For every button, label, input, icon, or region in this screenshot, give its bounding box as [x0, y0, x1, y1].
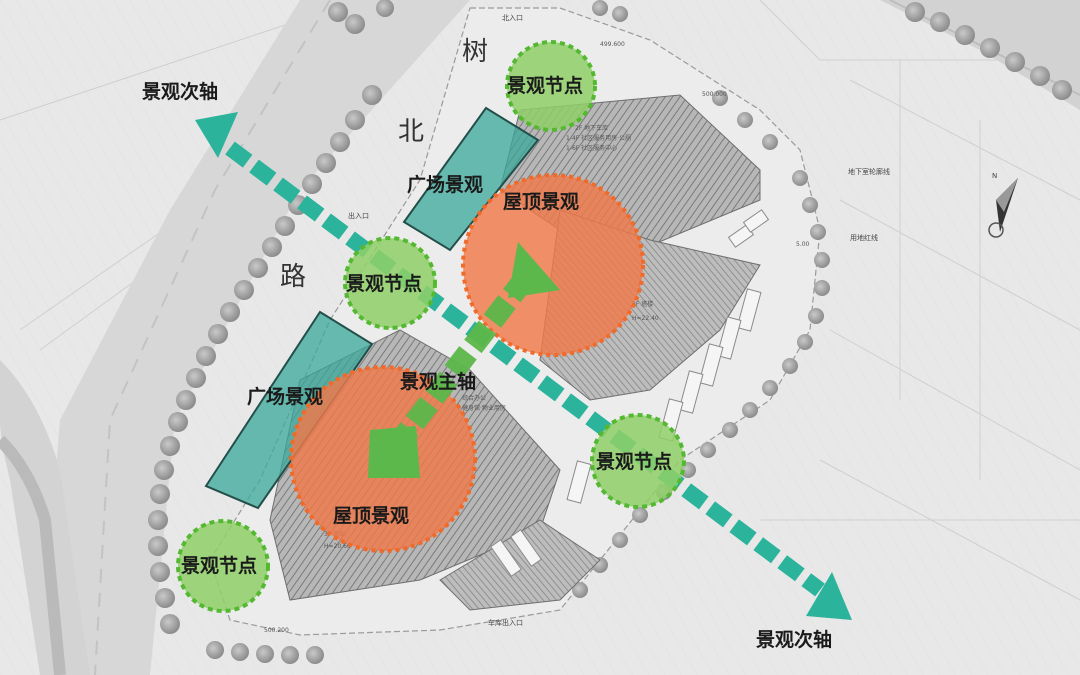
label-secondary-axis-bottom: 景观次轴	[756, 628, 832, 651]
east-block-height-note: H=22.40	[632, 315, 659, 322]
street-trees	[148, 0, 1072, 664]
compass-letter: N	[992, 172, 997, 180]
plaza-landscape-top	[402, 106, 540, 252]
secondary-axis-arrow-bottom	[806, 572, 852, 620]
road-name-char-3: 路	[280, 262, 306, 292]
label-node-bottom-left: 景观节点	[181, 555, 257, 577]
north-entrance-note: 北入口	[502, 14, 523, 22]
east-block-note: 8F 塔楼	[632, 300, 653, 308]
secondary-axis	[195, 112, 852, 620]
road-name-char-2: 北	[398, 117, 424, 147]
plaza-landscape-left	[204, 310, 374, 510]
label-secondary-axis-top: 景观次轴	[142, 80, 218, 103]
elevation-bottom-note: 500.200	[264, 627, 289, 634]
landscape-nodes	[176, 40, 686, 613]
office-note-1: 综合办公	[462, 394, 486, 402]
label-plaza-top: 广场景观	[407, 173, 483, 196]
land-line-note: 用地红线	[850, 233, 878, 242]
label-roof-top: 屋顶景观	[503, 191, 579, 213]
north-block-note-3: 1-6F 社区服务中心	[566, 144, 617, 152]
road-top-right	[880, 0, 1080, 110]
label-plaza-left: 广场景观	[247, 385, 323, 408]
elevation-top-note: 499.600	[600, 41, 625, 48]
office-note-2: 健身馆·物业用房	[462, 404, 506, 412]
elevation-mid-note: 500.000	[702, 91, 727, 98]
label-roof-bottom: 屋顶景观	[333, 505, 409, 527]
north-block-note-1: 2F 地下车库	[575, 124, 608, 132]
compass-icon: N	[988, 172, 1018, 238]
label-node-mid: 景观节点	[346, 273, 422, 295]
main-axis	[368, 242, 560, 478]
south-block-height-note: H=20.60	[324, 543, 351, 550]
setback-note: 5.00	[796, 241, 810, 248]
road-main	[40, 0, 470, 675]
north-block-note-2: 1-4F 社区服务用房·公厕	[566, 134, 631, 142]
landscape-node-mid	[343, 236, 437, 330]
building-southeast	[439, 519, 601, 611]
road-name-char-1: 树	[462, 37, 488, 67]
main-axis-base	[368, 426, 420, 478]
main-axis-arrow	[508, 242, 560, 298]
label-node-top: 景观节点	[507, 75, 583, 97]
garage-entrance-note: 车库出入口	[488, 618, 523, 627]
secondary-axis-arrow-top	[195, 112, 238, 158]
landscape-node-right	[590, 413, 686, 509]
underground-line-note: 地下室轮廓线	[848, 167, 890, 176]
site-trees	[572, 90, 830, 598]
landscape-node-top	[505, 40, 597, 132]
label-main-axis: 景观主轴	[400, 370, 476, 393]
west-entrance-note: 出入口	[348, 211, 369, 220]
parking	[490, 209, 770, 577]
landscape-node-bottom-left	[176, 519, 270, 613]
label-node-right: 景观节点	[596, 451, 672, 473]
